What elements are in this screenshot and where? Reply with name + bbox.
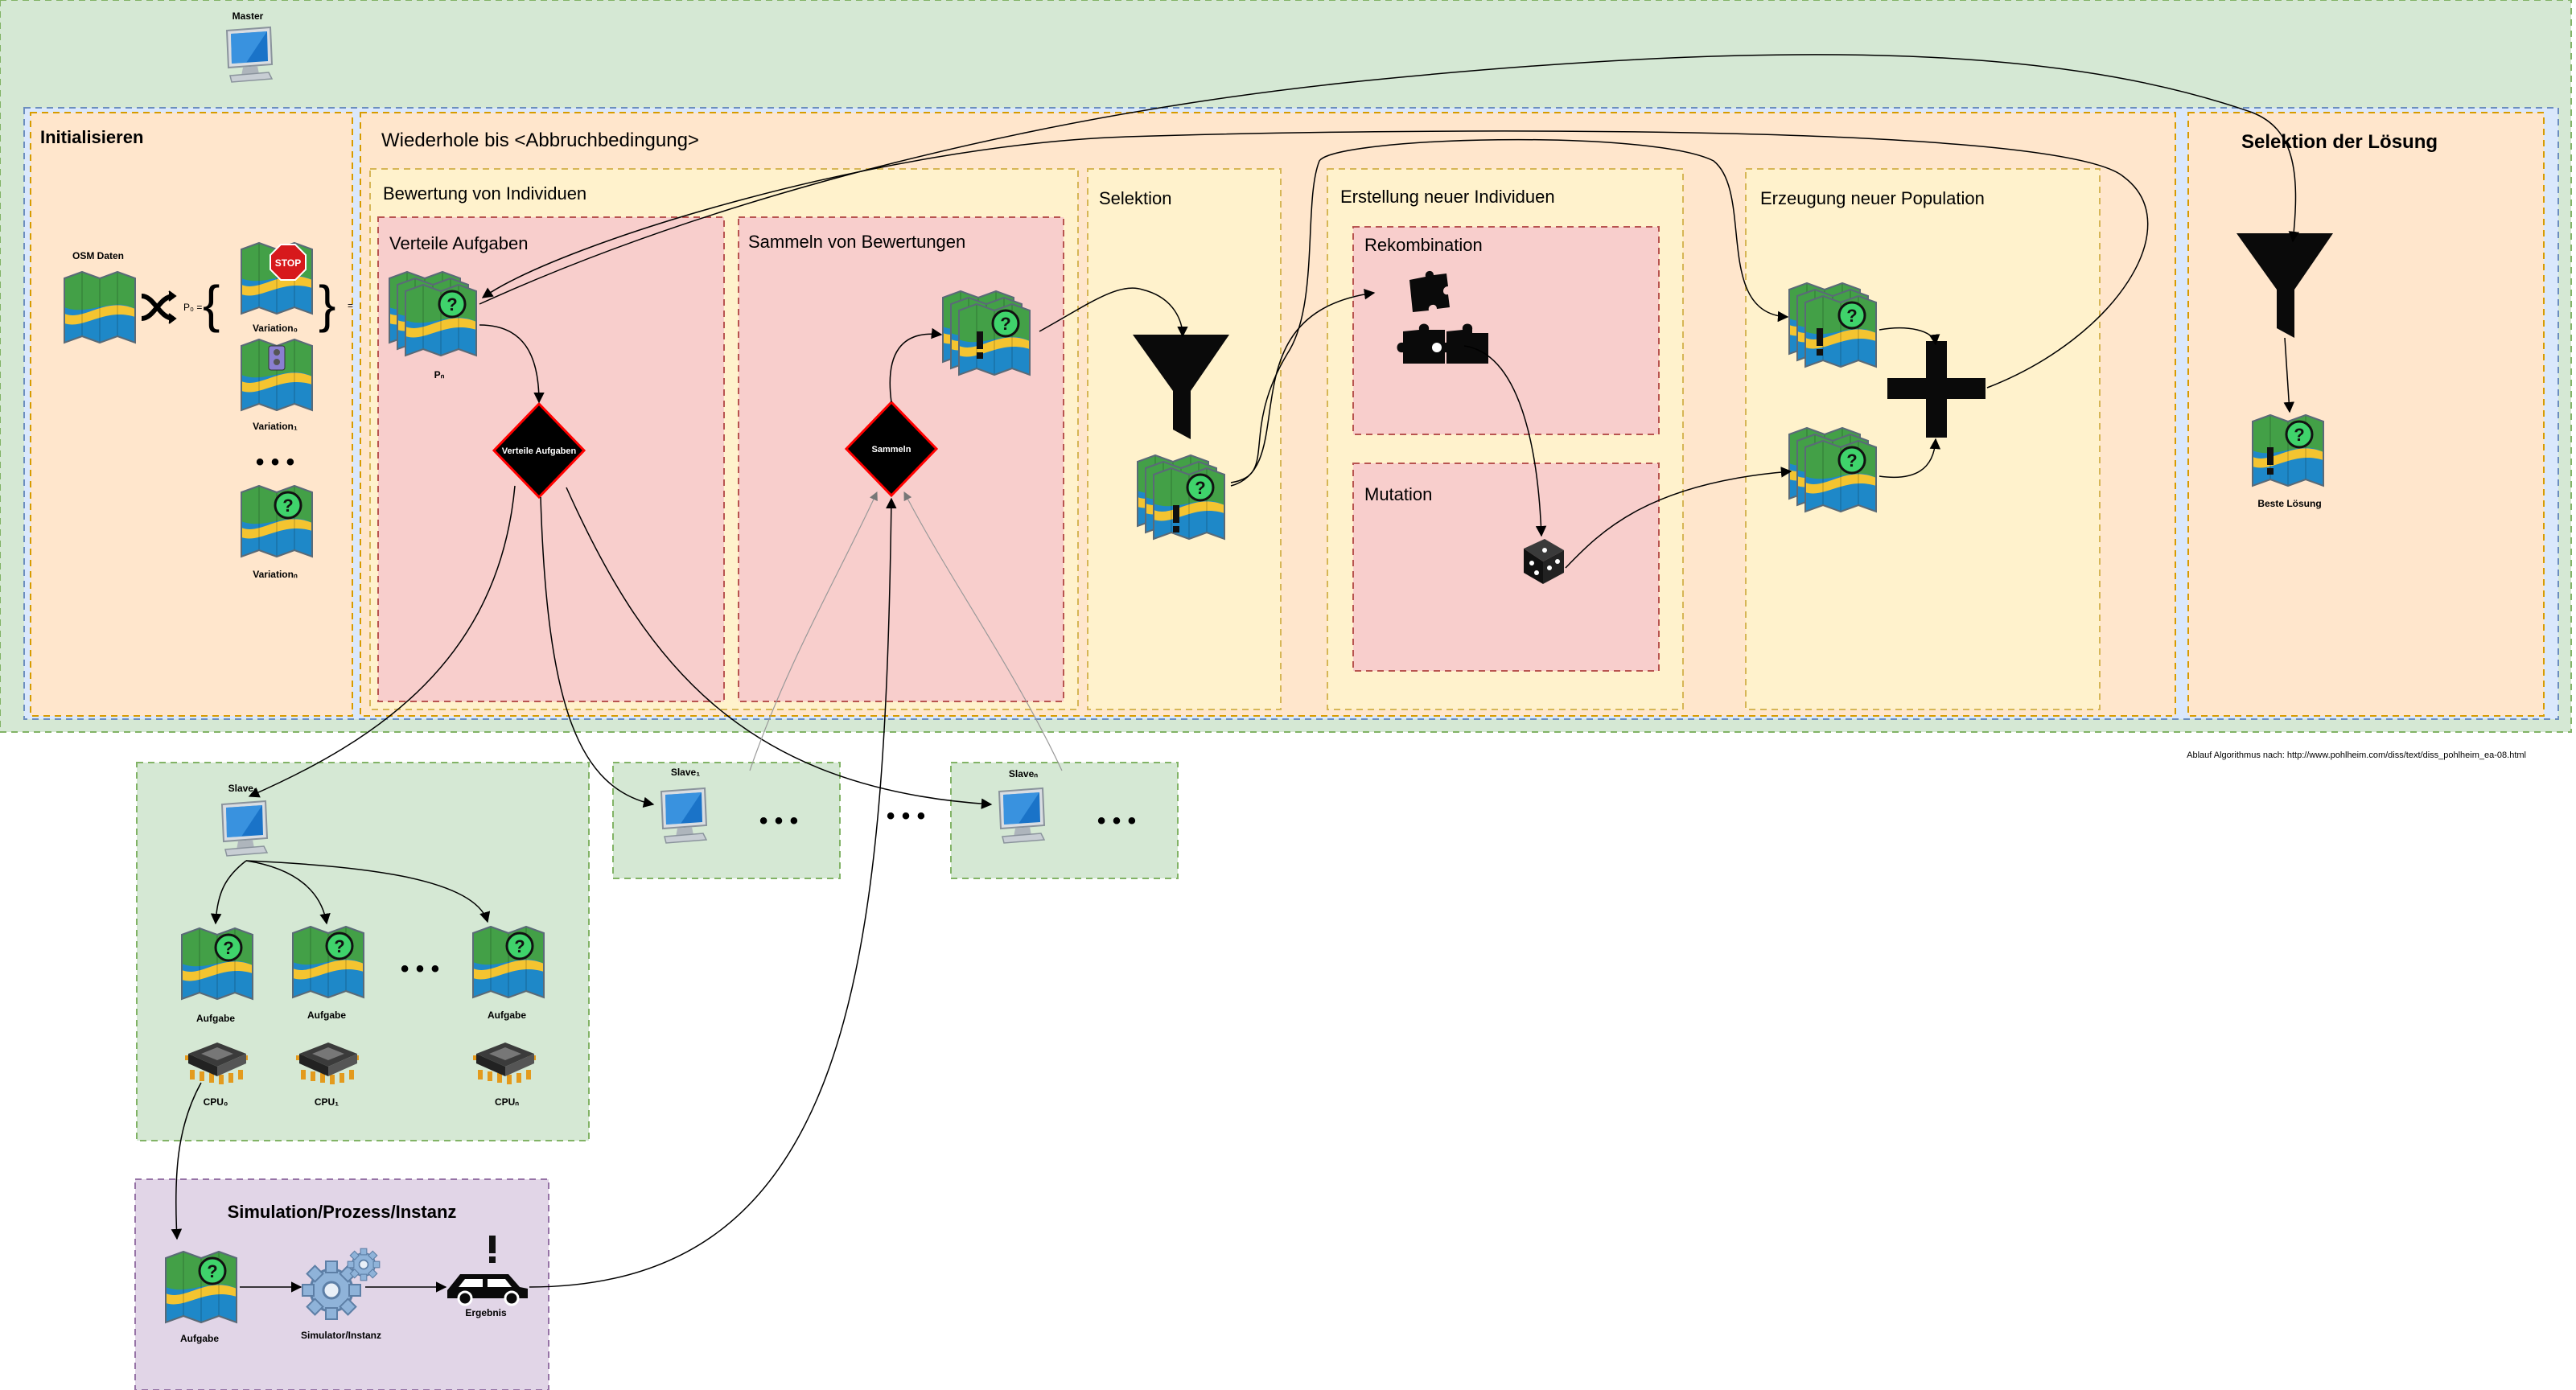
best-solution-label: Beste Lösung — [2257, 498, 2321, 509]
variation0-label: Variation₀ — [253, 323, 298, 334]
slave1-label: Slave₁ — [671, 767, 700, 778]
slave1-ellipsis: • • • — [759, 808, 798, 834]
brace-close: } — [319, 275, 335, 333]
slave0-label: Slave₀ — [228, 783, 258, 794]
osm-map-icon — [64, 271, 136, 343]
edge-recombination-to-dice — [1463, 345, 1547, 537]
edge-slave0-to-task1 — [245, 860, 331, 925]
repeat-title: Wiederhole bis <Abbruchbedingung> — [381, 130, 699, 151]
slave0-taskn-label: Aufgabe — [488, 1010, 526, 1021]
selection-title: Selektion — [1099, 188, 1172, 208]
slave1-group — [612, 762, 841, 879]
brace-suffix: = — [348, 300, 353, 311]
edge-dice-to-offspring — [1565, 467, 1792, 569]
mutation-section — [1352, 463, 1660, 672]
sim-task-label: Aufgabe — [180, 1333, 219, 1344]
result-alert-icon — [489, 1236, 496, 1263]
population-maps-icon — [389, 272, 476, 356]
edge-slaven-to-collect — [903, 491, 1063, 771]
between-slaves-ellipsis: • • • — [887, 803, 925, 829]
edge-selection-to-parents — [1230, 138, 1789, 483]
result-label: Ergebnis — [465, 1307, 507, 1318]
offspring-maps-icon — [1789, 428, 1876, 512]
shuffle-icon — [141, 290, 177, 324]
simulator-label: Simulator/Instanz — [301, 1330, 381, 1341]
cpu1-label: CPU₁ — [315, 1096, 339, 1108]
edge-funnel-to-best — [2283, 337, 2294, 413]
init-section — [30, 112, 353, 717]
slave0-task0-map-icon — [182, 928, 253, 999]
decision-distribute-label: Verteile Aufgaben — [502, 446, 577, 456]
collected-alert-icon — [977, 331, 983, 359]
variationn-label: Variationₙ — [253, 569, 298, 580]
parent-maps-icon — [1789, 283, 1876, 367]
variationn-map-icon — [241, 486, 312, 557]
solution-section — [2187, 112, 2545, 717]
slaven-label: Slaveₙ — [1009, 768, 1038, 779]
traffic-light-icon — [268, 345, 286, 371]
distribute-title: Verteile Aufgaben — [389, 233, 528, 253]
edge-plus-loop-to-population — [481, 130, 2149, 389]
slave0-taskn-map-icon — [473, 927, 544, 997]
solution-title: Selektion der Lösung — [2241, 131, 2438, 153]
slave0-task0-label: Aufgabe — [196, 1013, 235, 1024]
new-population-title: Erzeugung neuer Population — [1760, 188, 1985, 208]
slave0-task1-label: Aufgabe — [307, 1010, 346, 1021]
simulation-title: Simulation/Prozess/Instanz — [228, 1202, 457, 1222]
car-icon — [447, 1274, 528, 1306]
brace-open: { — [203, 275, 220, 333]
cpun-label: CPUₙ — [495, 1096, 519, 1108]
variation-ellipsis: • • • — [256, 449, 294, 475]
decision-collect-label: Sammeln — [872, 445, 911, 454]
collected-maps-icon — [943, 291, 1030, 375]
new-individuals-title: Erstellung neuer Individuen — [1340, 187, 1555, 207]
slave0-task-ellipsis: • • • — [401, 956, 439, 982]
edge-distribute-to-slaven — [566, 487, 993, 809]
recombination-section — [1352, 226, 1660, 435]
best-solution-alert-icon — [2267, 447, 2274, 475]
puzzle-icon — [1397, 270, 1488, 364]
slaven-group — [950, 762, 1179, 879]
slaven-ellipsis: • • • — [1097, 808, 1136, 834]
edge-collect-to-maps — [889, 327, 943, 403]
edge-population-to-distribute — [479, 324, 545, 404]
edge-distribute-to-slave0 — [248, 485, 516, 798]
edge-offspring-to-plus — [1879, 438, 1941, 479]
edge-population-to-solution — [479, 54, 2300, 305]
mutation-title: Mutation — [1364, 484, 1432, 504]
evaluate-title: Bewertung von Individuen — [383, 183, 586, 204]
master-label: Master — [232, 10, 264, 22]
decision-distribute: Verteile Aufgaben — [492, 401, 586, 500]
dice-icon — [1524, 539, 1564, 584]
sim-task-map-icon — [166, 1252, 237, 1322]
selected-maps-icon — [1138, 455, 1224, 539]
selection-section — [1087, 168, 1282, 710]
edge-slave0-to-task0 — [210, 860, 247, 925]
edge-collected-to-selection — [1039, 287, 1188, 338]
collect-title: Sammeln von Bewertungen — [748, 232, 965, 252]
init-title: Initialisieren — [40, 127, 143, 147]
decision-collect: Sammeln — [844, 400, 939, 498]
edge-distribute-to-slave1 — [540, 496, 655, 808]
selected-alert-icon — [1173, 505, 1179, 533]
source-note: Ablauf Algorithmus nach: http://www.pohl… — [2187, 751, 2526, 760]
cpu0-label: CPU₀ — [204, 1096, 228, 1108]
recombination-title: Rekombination — [1364, 235, 1483, 255]
edge-cpu0-to-sim — [171, 1082, 202, 1240]
edge-slave0-to-taskn — [245, 860, 491, 923]
parent-alert-icon — [1817, 328, 1823, 356]
p0-label: P₀ = — [183, 302, 202, 313]
slave0-task1-map-icon — [293, 927, 364, 997]
best-solution-map-icon — [2253, 415, 2323, 486]
edge-slave1-to-collect — [749, 491, 878, 771]
edge-result-to-collect — [529, 497, 897, 1288]
edge-parents-to-plus — [1879, 327, 1940, 346]
osm-label: OSM Daten — [72, 250, 124, 261]
pn-label: Pₙ — [434, 369, 445, 380]
plus-icon — [1887, 341, 1985, 438]
stop-sign-icon: STOP — [270, 244, 307, 281]
stop-sign-text: STOP — [275, 257, 301, 269]
variation1-label: Variation₁ — [253, 421, 298, 432]
